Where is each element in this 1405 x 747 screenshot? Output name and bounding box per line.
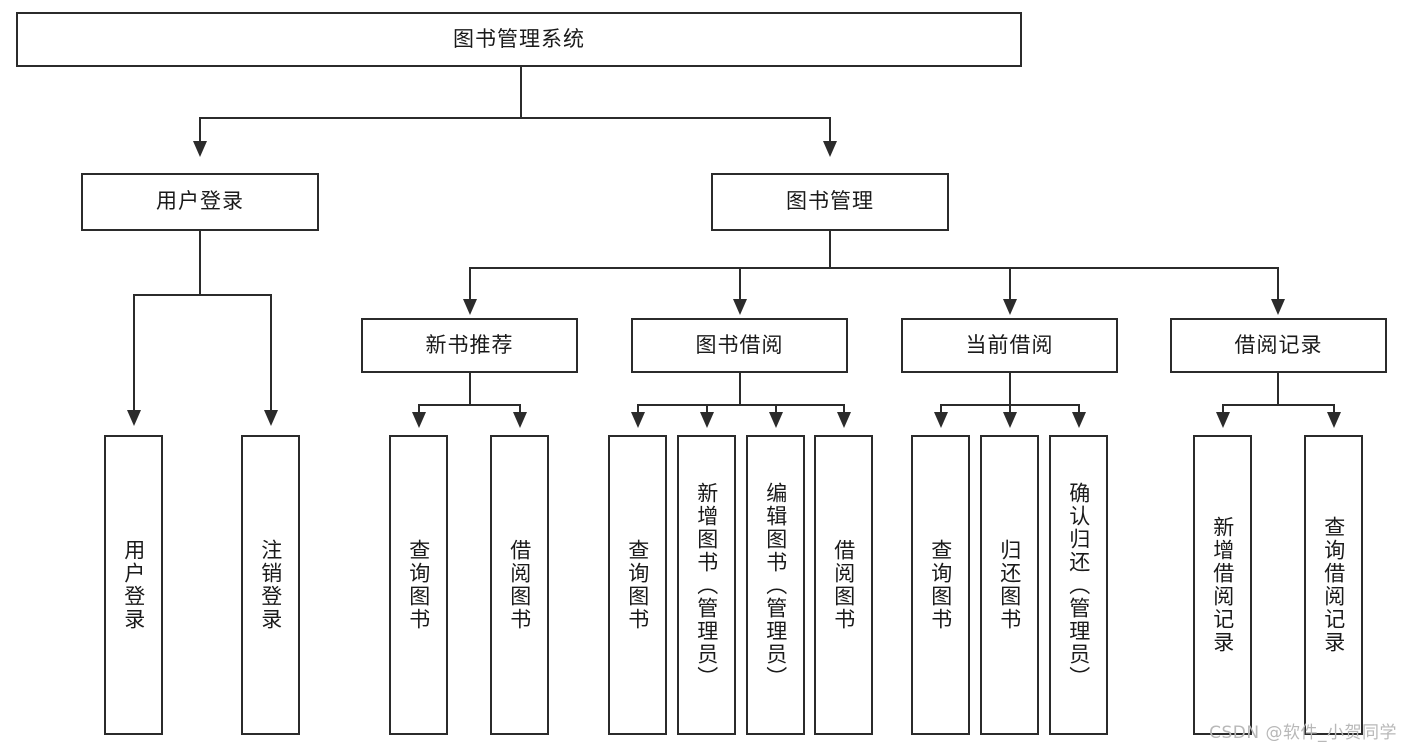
node-label: 查询图书 <box>406 539 431 631</box>
leaf-return-book[interactable]: 归还图书 <box>980 435 1039 735</box>
connector-current-borrow-drop-1 <box>940 404 942 414</box>
connector-current-borrow-drop-3 <box>1078 404 1080 414</box>
arrow-to-leaf-query-book-2 <box>631 412 645 428</box>
arrow-to-leaf-query-record <box>1327 412 1341 428</box>
connector-level3-drop-1 <box>469 267 471 301</box>
connector-new-book-stem <box>469 373 471 405</box>
arrow-to-leaf-confirm-return <box>1072 412 1086 428</box>
node-label: 用户登录 <box>156 189 244 214</box>
leaf-query-book-new[interactable]: 查询图书 <box>389 435 448 735</box>
node-label: 新增图书（管理员） <box>694 481 719 689</box>
node-book-borrow[interactable]: 图书借阅 <box>631 318 848 373</box>
connector-level2-bus <box>199 117 831 119</box>
arrow-to-leaf-return-book <box>1003 412 1017 428</box>
node-label: 注销登录 <box>258 539 283 631</box>
connector-book-borrow-bus <box>637 404 844 406</box>
connector-book-manage-stem <box>829 231 831 269</box>
leaf-query-book-current[interactable]: 查询图书 <box>911 435 970 735</box>
arrow-to-leaf-query-book-3 <box>934 412 948 428</box>
connector-user-login-stem <box>199 231 201 295</box>
node-label: 归还图书 <box>997 539 1022 631</box>
connector-new-book-bus <box>418 404 521 406</box>
connector-user-login-bus <box>133 294 271 296</box>
connector-book-borrow-stem <box>739 373 741 405</box>
node-label: 图书管理 <box>786 189 874 214</box>
node-label: 新书推荐 <box>425 332 514 357</box>
connector-book-borrow-drop-3 <box>775 404 777 414</box>
arrow-to-current-borrow <box>1003 299 1017 315</box>
node-label: 查询图书 <box>625 539 650 631</box>
leaf-confirm-return-admin[interactable]: 确认归还（管理员） <box>1049 435 1108 735</box>
node-root-library-system[interactable]: 图书管理系统 <box>16 12 1022 67</box>
node-label: 借阅图书 <box>507 539 532 631</box>
connector-borrow-records-stem <box>1277 373 1279 405</box>
node-book-management[interactable]: 图书管理 <box>711 173 949 231</box>
connector-level3-drop-3 <box>1009 267 1011 301</box>
node-label: 借阅图书 <box>831 539 856 631</box>
connector-current-borrow-stem <box>1009 373 1011 405</box>
connector-level3-drop-2 <box>739 267 741 301</box>
connector-book-borrow-drop-1 <box>637 404 639 414</box>
node-new-book-recommend[interactable]: 新书推荐 <box>361 318 578 373</box>
arrow-to-new-book-rec <box>463 299 477 315</box>
connector-level3-drop-4 <box>1277 267 1279 301</box>
leaf-query-borrow-record[interactable]: 查询借阅记录 <box>1304 435 1363 735</box>
connector-book-borrow-drop-4 <box>843 404 845 414</box>
arrow-to-leaf-logout <box>264 410 278 426</box>
connector-borrow-records-drop-2 <box>1333 404 1335 414</box>
leaf-query-book-borrow[interactable]: 查询图书 <box>608 435 667 735</box>
connector-level2-drop-2 <box>829 117 831 143</box>
node-label: 编辑图书（管理员） <box>763 481 788 689</box>
node-user-login[interactable]: 用户登录 <box>81 173 319 231</box>
connector-book-borrow-drop-2 <box>706 404 708 414</box>
leaf-add-book-admin[interactable]: 新增图书（管理员） <box>677 435 736 735</box>
node-label: 借阅记录 <box>1234 332 1323 357</box>
connector-user-login-drop-1 <box>133 294 135 412</box>
arrow-to-leaf-borrow-book-2 <box>837 412 851 428</box>
connector-level3-bus <box>469 267 1279 269</box>
node-label: 当前借阅 <box>965 332 1054 357</box>
node-label: 用户登录 <box>121 539 146 631</box>
leaf-edit-book-admin[interactable]: 编辑图书（管理员） <box>746 435 805 735</box>
arrow-to-leaf-user-login <box>127 410 141 426</box>
connector-new-book-drop-1 <box>418 404 420 414</box>
connector-user-login-drop-2 <box>270 294 272 412</box>
connector-borrow-records-bus <box>1222 404 1334 406</box>
arrow-to-leaf-query-book-1 <box>412 412 426 428</box>
node-label: 确认归还（管理员） <box>1066 481 1091 689</box>
node-current-borrow[interactable]: 当前借阅 <box>901 318 1118 373</box>
connector-level2-drop-1 <box>199 117 201 143</box>
arrow-to-user-login <box>193 141 207 157</box>
connector-borrow-records-drop-1 <box>1222 404 1224 414</box>
leaf-logout[interactable]: 注销登录 <box>241 435 300 735</box>
csdn-watermark: CSDN @软件_小贺同学 <box>1209 723 1397 743</box>
leaf-add-borrow-record[interactable]: 新增借阅记录 <box>1193 435 1252 735</box>
leaf-borrow-book[interactable]: 借阅图书 <box>814 435 873 735</box>
arrow-to-book-manage <box>823 141 837 157</box>
node-borrow-records[interactable]: 借阅记录 <box>1170 318 1387 373</box>
node-label: 查询借阅记录 <box>1321 516 1346 654</box>
connector-current-borrow-drop-2 <box>1009 404 1011 414</box>
connector-root-stem <box>520 67 522 118</box>
arrow-to-leaf-edit-book <box>769 412 783 428</box>
connector-new-book-drop-2 <box>519 404 521 414</box>
node-label: 新增借阅记录 <box>1210 516 1235 654</box>
node-label: 查询图书 <box>928 539 953 631</box>
arrow-to-leaf-add-record <box>1216 412 1230 428</box>
arrow-to-book-borrow <box>733 299 747 315</box>
arrow-to-leaf-borrow-book-1 <box>513 412 527 428</box>
arrow-to-leaf-add-book <box>700 412 714 428</box>
arrow-to-borrow-records <box>1271 299 1285 315</box>
node-label: 图书借阅 <box>695 332 784 357</box>
leaf-user-login[interactable]: 用户登录 <box>104 435 163 735</box>
leaf-borrow-book-new[interactable]: 借阅图书 <box>490 435 549 735</box>
node-label: 图书管理系统 <box>453 26 585 51</box>
